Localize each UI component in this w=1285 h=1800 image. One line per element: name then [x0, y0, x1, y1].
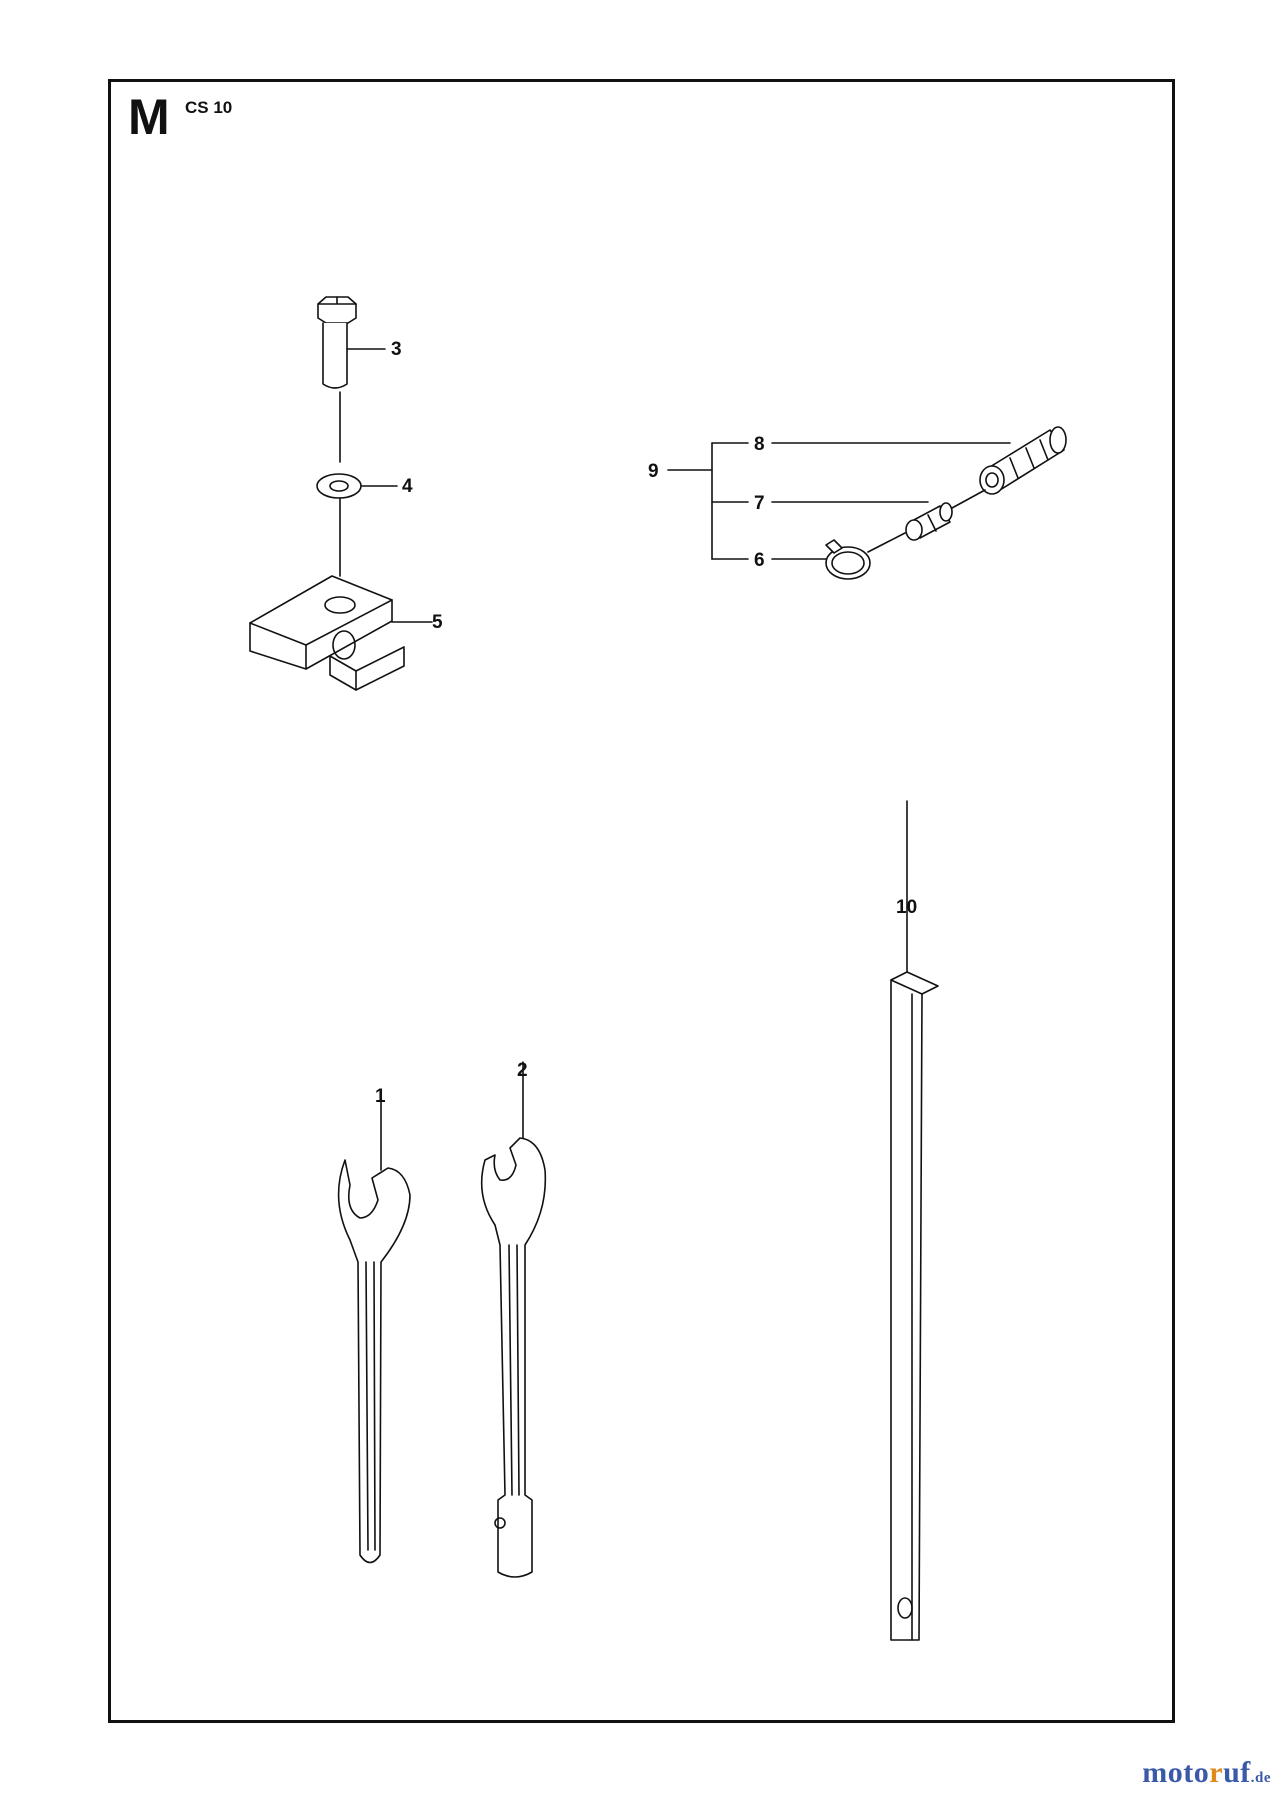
part-bolt — [317, 296, 386, 463]
callout-6: 6 — [754, 550, 765, 571]
part-bar — [890, 800, 939, 1641]
part-washer — [316, 473, 398, 577]
callout-4: 4 — [402, 476, 413, 497]
part-hose-clamp — [825, 532, 906, 580]
kit-bracket — [667, 442, 1011, 560]
watermark-part3: uf — [1223, 1756, 1251, 1789]
part-wrench-open — [337, 1096, 411, 1564]
callout-9: 9 — [648, 461, 659, 482]
watermark-part2: r — [1209, 1756, 1224, 1789]
diagram-frame — [108, 79, 1175, 1723]
watermark-part1: moto — [1142, 1756, 1210, 1789]
callout-3: 3 — [391, 339, 402, 360]
callout-5: 5 — [432, 612, 443, 633]
callout-1: 1 — [375, 1086, 386, 1107]
callout-10: 10 — [896, 897, 917, 918]
part-coupling — [979, 426, 1067, 495]
callout-7: 7 — [754, 493, 765, 514]
part-nipple — [905, 489, 986, 541]
callout-8: 8 — [754, 434, 765, 455]
callout-2: 2 — [517, 1060, 528, 1081]
watermark-logo: motoruf.de — [1142, 1756, 1271, 1790]
part-wrench-combination — [480, 1061, 547, 1578]
part-clamp-block — [249, 575, 433, 691]
section-letter: M — [128, 89, 170, 145]
model-label: CS 10 — [185, 98, 233, 117]
watermark-tld: .de — [1250, 1770, 1271, 1786]
